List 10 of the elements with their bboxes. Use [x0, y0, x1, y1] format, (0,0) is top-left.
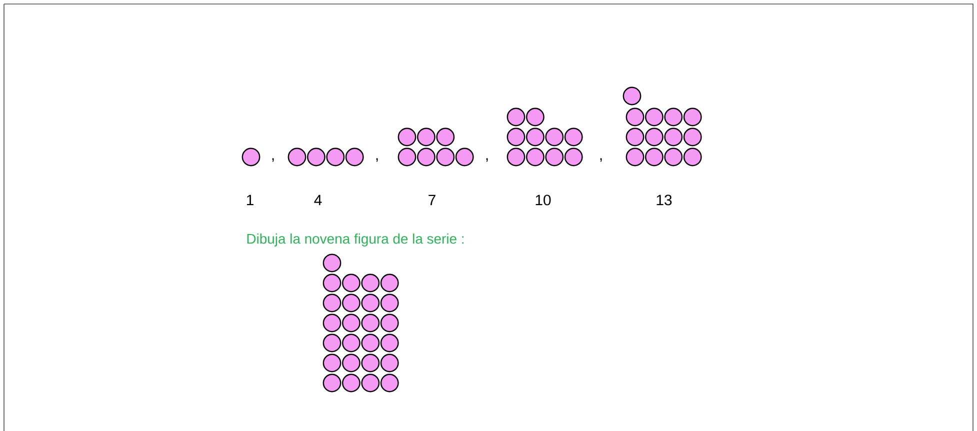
comma: , [600, 158, 602, 162]
comma: , [376, 158, 378, 162]
instruction-text: Dibuja la novena figura de la serie : [247, 234, 464, 246]
comma: , [486, 158, 488, 162]
term-number: 13 [656, 194, 672, 206]
term-number: 7 [428, 194, 436, 206]
term-number: 1 [247, 194, 254, 206]
comma: , [272, 158, 274, 162]
term-number: 4 [314, 194, 322, 206]
term-number: 10 [536, 194, 551, 206]
